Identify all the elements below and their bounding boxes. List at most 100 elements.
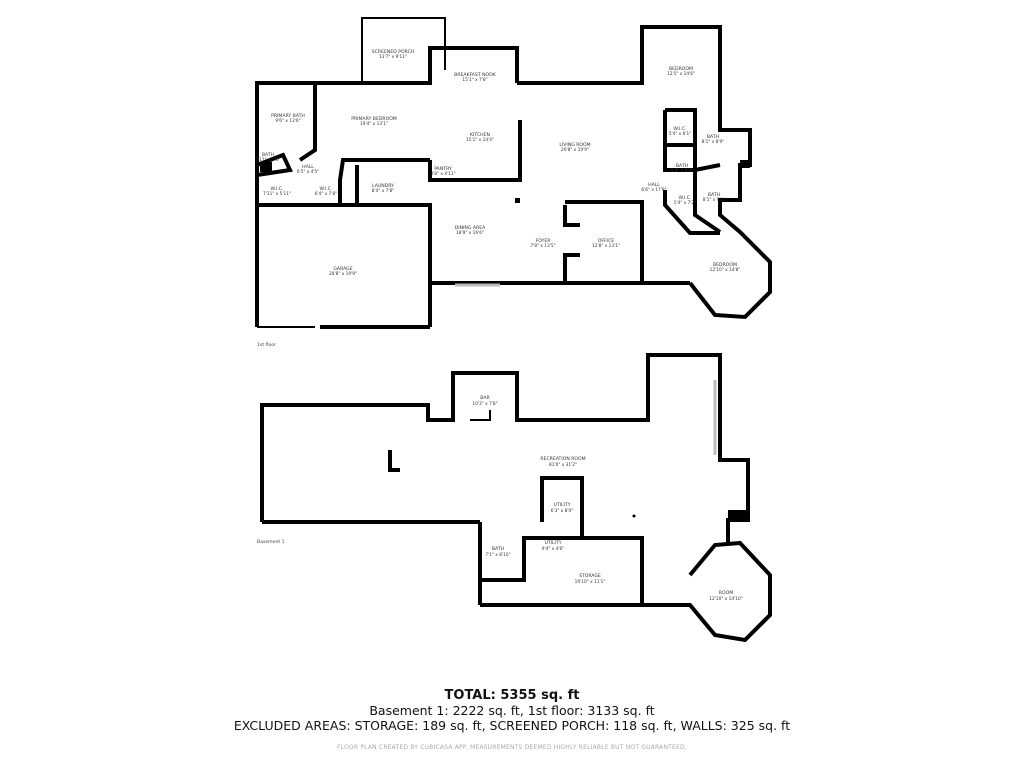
svg-text:ROOM: ROOM — [719, 590, 733, 596]
svg-text:9'4" x 4'6": 9'4" x 4'6" — [542, 546, 565, 552]
svg-text:BATH: BATH — [676, 163, 688, 169]
svg-text:10'3" x 7'8": 10'3" x 7'8" — [472, 401, 497, 407]
floor-label: 1st floor — [257, 342, 276, 348]
svg-text:PANTRY: PANTRY — [434, 166, 452, 172]
first-floor-walls — [255, 17, 772, 329]
svg-text:BATH: BATH — [492, 546, 504, 552]
area-summary: TOTAL: 5355 sq. ft Basement 1: 2222 sq. … — [0, 688, 1024, 751]
svg-text:7'11" x 5'11": 7'11" x 5'11" — [263, 191, 291, 197]
svg-text:4'8" x 4'11": 4'8" x 4'11" — [430, 171, 455, 177]
svg-text:BATH: BATH — [262, 152, 274, 158]
svg-text:9'6" x 13'6": 9'6" x 13'6" — [275, 118, 300, 124]
room-label: W.I.C.7'11" x 5'11" — [263, 186, 291, 197]
svg-text:81'0" x 31'2": 81'0" x 31'2" — [549, 462, 577, 468]
svg-text:HALL: HALL — [302, 164, 314, 170]
svg-text:HALL: HALL — [648, 182, 660, 188]
svg-text:SCREENED PORCH: SCREENED PORCH — [372, 49, 414, 55]
svg-text:BEDROOM: BEDROOM — [669, 66, 693, 72]
basement-walls — [260, 353, 772, 643]
svg-text:BATH: BATH — [707, 134, 719, 140]
svg-text:5'4" x 5'3": 5'4" x 5'3" — [671, 168, 694, 174]
svg-text:7'1" x 8'10": 7'1" x 8'10" — [485, 552, 510, 558]
svg-text:RECREATION ROOM: RECREATION ROOM — [540, 456, 585, 462]
room-label: W.I.C.5'4" x 6'1" — [669, 126, 692, 137]
svg-text:5'4" x 7'2": 5'4" x 7'2" — [674, 200, 697, 206]
svg-text:PRIMARY BEDROOM: PRIMARY BEDROOM — [351, 116, 397, 122]
svg-text:W.I.C.: W.I.C. — [271, 186, 284, 192]
svg-text:W.I.C.: W.I.C. — [320, 186, 333, 192]
room-label: W.I.C.6'4" x 7'8" — [315, 186, 338, 197]
disclaimer: FLOOR PLAN CREATED BY CUBICASA APP. MEAS… — [337, 744, 687, 751]
floor-areas: Basement 1: 2222 sq. ft, 1st floor: 3133… — [369, 703, 655, 718]
svg-text:W.I.C.: W.I.C. — [674, 126, 687, 132]
svg-text:18'9" x 16'6": 18'9" x 16'6" — [456, 230, 484, 236]
svg-text:12'10" x 14'10": 12'10" x 14'10" — [709, 596, 742, 602]
svg-text:UTILITY: UTILITY — [544, 540, 561, 546]
svg-text:7'11" x 5'6": 7'11" x 5'6" — [255, 157, 280, 163]
svg-text:12'10" x 14'8": 12'10" x 14'8" — [710, 267, 741, 273]
svg-text:GARAGE: GARAGE — [333, 266, 352, 272]
svg-text:8'1" x 8'9": 8'1" x 8'9" — [702, 139, 725, 145]
total-area: TOTAL: 5355 sq. ft — [444, 688, 580, 703]
svg-text:STORAGE: STORAGE — [579, 573, 601, 579]
floor-label: Basement 1 — [257, 539, 285, 545]
svg-text:20'8" x 19'9": 20'8" x 19'9" — [561, 147, 589, 153]
svg-text:8'1" x 9'1": 8'1" x 9'1" — [703, 197, 726, 203]
svg-text:DINING AREA: DINING AREA — [455, 225, 486, 231]
svg-text:6'4" x 7'8": 6'4" x 7'8" — [315, 191, 338, 197]
room-label: W.I.C.5'4" x 7'2" — [674, 195, 697, 206]
svg-text:PRIMARY BATH: PRIMARY BATH — [271, 113, 305, 119]
excluded-areas: EXCLUDED AREAS: STORAGE: 189 sq. ft, SCR… — [233, 718, 791, 733]
svg-text:7'8" x 13'5": 7'8" x 13'5" — [530, 243, 555, 249]
svg-text:19'10" x 11'1": 19'10" x 11'1" — [575, 579, 606, 585]
svg-text:BEDROOM: BEDROOM — [713, 262, 737, 268]
svg-text:5'4" x 6'1": 5'4" x 6'1" — [669, 131, 692, 137]
svg-text:KITCHEN: KITCHEN — [470, 132, 490, 138]
svg-text:12'8" x 13'1": 12'8" x 13'1" — [592, 243, 620, 249]
svg-text:6'5" x 4'5": 6'5" x 4'5" — [297, 169, 320, 175]
svg-text:W.I.C.: W.I.C. — [679, 195, 692, 201]
svg-text:FOYER: FOYER — [536, 238, 552, 244]
svg-text:BATH: BATH — [708, 192, 720, 198]
svg-text:28'8" x 19'9": 28'8" x 19'9" — [329, 271, 357, 277]
svg-text:8'4" x 7'8": 8'4" x 7'8" — [372, 188, 395, 194]
svg-text:BREAKFAST NOOK: BREAKFAST NOOK — [454, 72, 497, 78]
svg-text:LAUNDRY: LAUNDRY — [372, 183, 394, 189]
svg-text:15'1" x 14'4": 15'1" x 14'4" — [466, 137, 494, 143]
svg-text:15'1" x 7'8": 15'1" x 7'8" — [462, 77, 487, 83]
svg-text:12'5" x 14'6": 12'5" x 14'6" — [667, 71, 695, 77]
svg-text:6'3" x 8'0": 6'3" x 8'0" — [551, 508, 574, 514]
svg-text:13'7" x 9'11": 13'7" x 9'11" — [379, 54, 407, 60]
svg-text:6'6" x 17'8": 6'6" x 17'8" — [641, 187, 666, 193]
svg-text:UTILITY: UTILITY — [553, 502, 570, 508]
svg-text:19'4" x 13'1": 19'4" x 13'1" — [360, 121, 388, 127]
